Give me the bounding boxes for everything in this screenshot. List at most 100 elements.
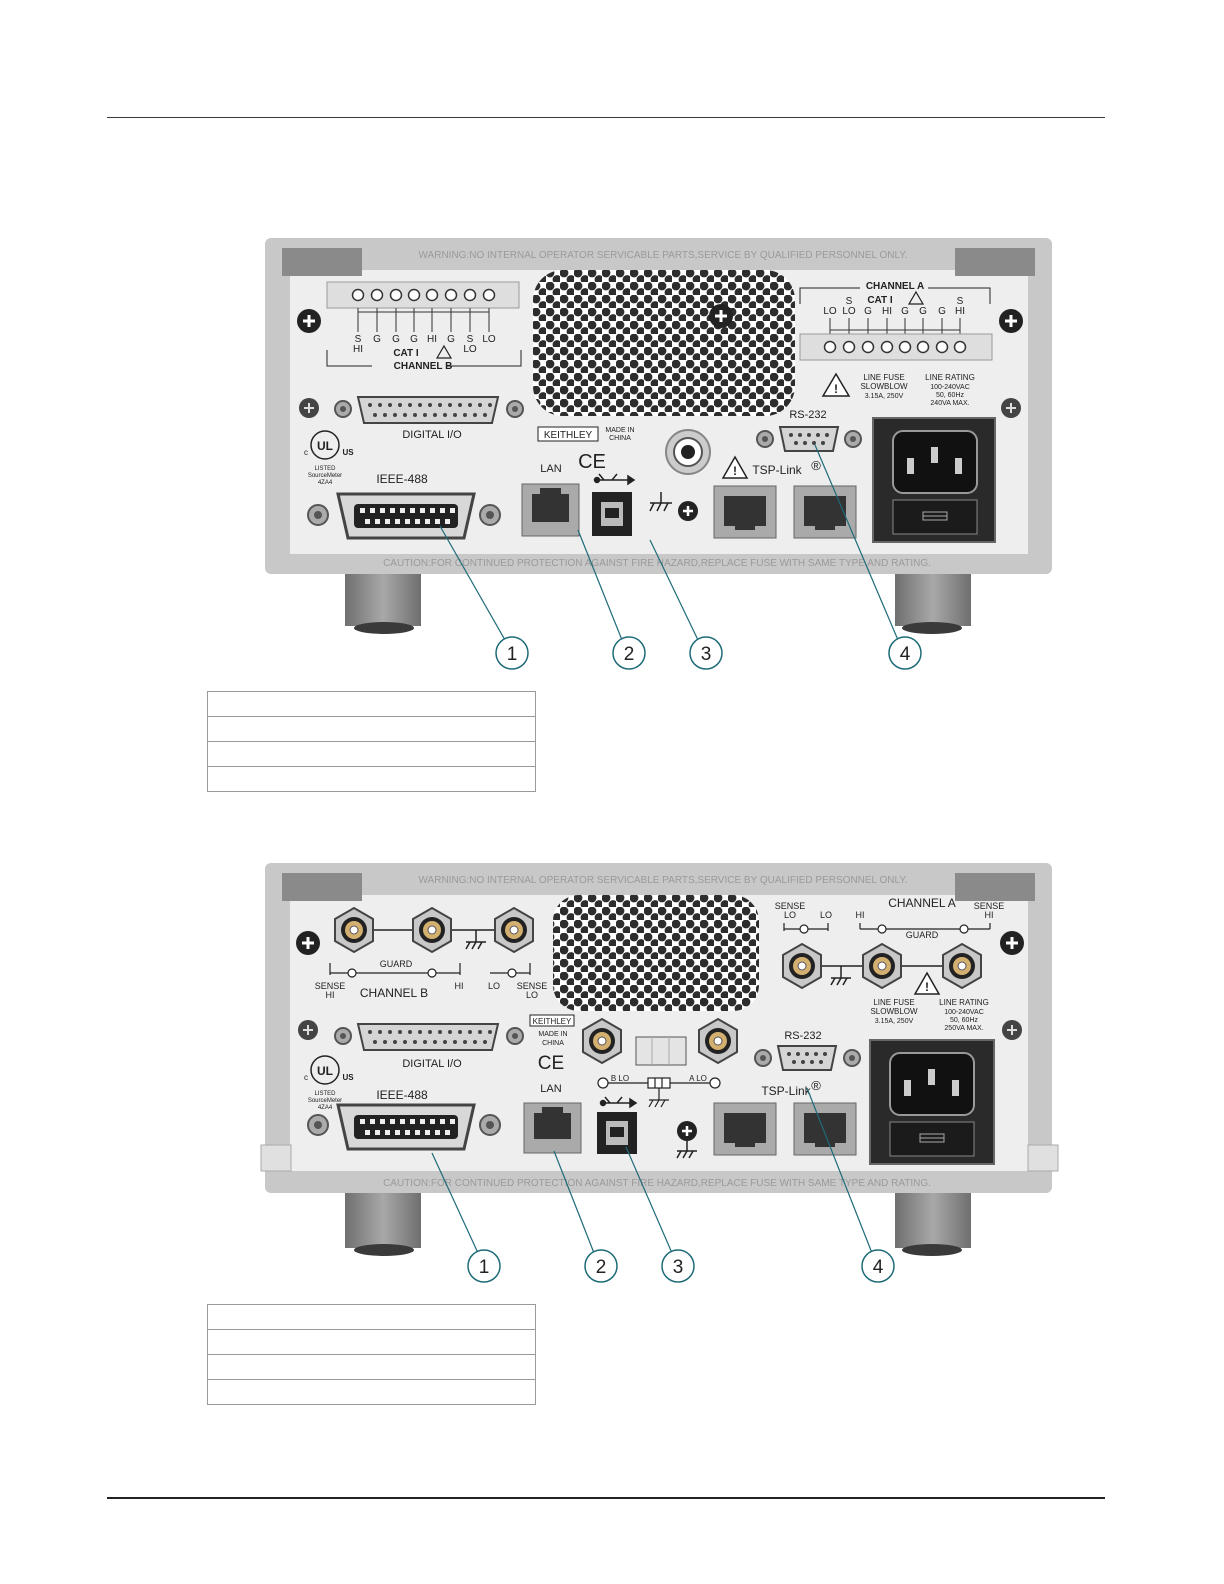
made-in-country: CHINA	[542, 1040, 564, 1047]
channel-b-sense-hi-label: SENSE	[315, 981, 346, 991]
channel-b-guard-lines	[329, 963, 531, 978]
caution-triangle-icon	[721, 455, 749, 479]
made-in-label: MADE IN	[538, 1031, 567, 1038]
usb-port	[597, 1112, 637, 1154]
tsp-link-port	[793, 1102, 857, 1156]
rs-232-connector	[778, 426, 840, 452]
made-in-country: CHINA	[609, 435, 631, 442]
channel-b-lo-triax	[494, 907, 534, 953]
tsp-link-label: TSP-Link	[761, 1084, 811, 1098]
channel-b-guard-label: GUARD	[380, 959, 413, 969]
ieee-488-label: IEEE-488	[376, 1088, 428, 1102]
table-row	[207, 766, 536, 792]
svg-text:LISTED: LISTED	[314, 466, 336, 472]
table-row	[207, 741, 536, 767]
usb-port	[592, 492, 632, 536]
rs-232-label: RS-232	[789, 409, 826, 421]
svg-text:SLOWBLOW: SLOWBLOW	[860, 382, 908, 391]
chassis-ground-icon	[465, 930, 486, 950]
jackscrew-icon	[843, 1049, 861, 1067]
digital-io-label: DIGITAL I/O	[402, 429, 462, 441]
caution-triangle-icon	[913, 971, 941, 995]
ul-listed-mark: UL c US LISTED SourceMeter 4ZA4	[304, 430, 354, 486]
instrument-foot	[895, 570, 971, 634]
table-row	[207, 691, 536, 717]
svg-text:US: US	[342, 448, 354, 457]
jackscrew-icon	[506, 400, 524, 418]
ventilation-grille	[533, 270, 795, 416]
table-row	[207, 716, 536, 742]
chassis-ground-icon	[676, 1141, 697, 1159]
svg-text:SourceMeter: SourceMeter	[308, 1098, 342, 1104]
tsp-link-port	[793, 485, 857, 539]
channel-b-hi-triax	[412, 907, 452, 953]
svg-text:UL: UL	[317, 1064, 333, 1078]
interlock-a-triax	[698, 1018, 738, 1064]
svg-text:50, 60Hz: 50, 60Hz	[936, 392, 965, 399]
callout-3: 3	[661, 1249, 695, 1283]
figure-rear-panel-screw-terminal: WARNING:NO INTERNAL OPERATOR SERVICABLE …	[0, 230, 1224, 675]
lan-port	[521, 483, 580, 537]
channel-b-cat-label: CAT I	[393, 348, 419, 359]
channel-b-pin-labels: S G G G HI G S LO HI LO	[353, 334, 496, 355]
instrument-foot	[345, 1190, 421, 1256]
callout-1: 1	[495, 636, 529, 670]
channel-b-sense-lo-sub: LO	[526, 990, 538, 1000]
power-line-module	[869, 1039, 995, 1165]
channel-a-guard-lines	[783, 923, 991, 934]
svg-text:G: G	[901, 306, 909, 317]
header-rule	[107, 117, 1105, 118]
chassis-screw-icon	[709, 304, 733, 328]
svg-text:HI: HI	[882, 306, 892, 317]
ieee-488-label: IEEE-488	[376, 472, 428, 486]
caution-triangle-icon	[435, 344, 453, 359]
registered-icon: ®	[811, 1078, 821, 1093]
ground-screw-icon	[677, 1121, 697, 1141]
callout-4: 4	[861, 1249, 895, 1283]
svg-text:3: 3	[701, 644, 712, 665]
callout-leaders	[439, 444, 899, 641]
svg-text:4: 4	[873, 1257, 884, 1278]
svg-text:HI: HI	[353, 344, 363, 355]
jackscrew-icon	[334, 400, 352, 418]
channel-a-hi-triax	[862, 943, 902, 989]
chassis-ground-icon	[649, 492, 672, 512]
table-row	[207, 1329, 536, 1355]
line-fuse-label: LINE FUSE SLOWBLOW 3.15A, 250V	[860, 373, 908, 400]
callout-leaders	[431, 1087, 873, 1254]
svg-text:G: G	[373, 334, 381, 345]
rs-232-connector	[776, 1045, 838, 1071]
lo-connection-lines	[597, 1077, 721, 1108]
chassis-ground-icon	[830, 966, 851, 986]
keithley-logo: KEITHLEY	[529, 1014, 575, 1027]
svg-text:LO: LO	[482, 334, 496, 345]
chassis-screw-icon	[298, 1020, 318, 1040]
interlock-block	[635, 1036, 687, 1066]
callout-legend-table	[207, 1304, 536, 1405]
channel-a-guard-label: GUARD	[906, 930, 939, 940]
table-row	[207, 1304, 536, 1330]
channel-a-title: CHANNEL A	[866, 281, 924, 292]
caution-triangle-icon	[907, 290, 925, 305]
channel-a-sense-lo-sub: LO	[784, 910, 796, 920]
svg-text:G: G	[447, 334, 455, 345]
svg-text:G: G	[919, 306, 927, 317]
rs-232-label: RS-232	[784, 1030, 821, 1042]
a-lo-label: A LO	[689, 1074, 707, 1083]
keithley-logo: KEITHLEY	[537, 426, 599, 442]
callout-legend-table	[207, 691, 536, 792]
svg-text:LINE FUSE: LINE FUSE	[873, 998, 914, 1007]
svg-text:KEITHLEY: KEITHLEY	[533, 1017, 572, 1026]
callout-4: 4	[888, 636, 922, 670]
channel-b-bracket	[326, 350, 522, 367]
jackscrew-icon	[479, 504, 501, 526]
exclamation-icon: !	[733, 464, 737, 478]
lan-label: LAN	[540, 1083, 561, 1095]
svg-text:S: S	[957, 296, 964, 307]
power-line-module	[872, 417, 996, 543]
svg-text:4ZA4: 4ZA4	[318, 1105, 333, 1111]
svg-text:LO: LO	[823, 306, 837, 317]
made-in-label: MADE IN	[605, 427, 634, 434]
ce-mark: CE	[578, 451, 606, 473]
svg-text:G: G	[392, 334, 400, 345]
